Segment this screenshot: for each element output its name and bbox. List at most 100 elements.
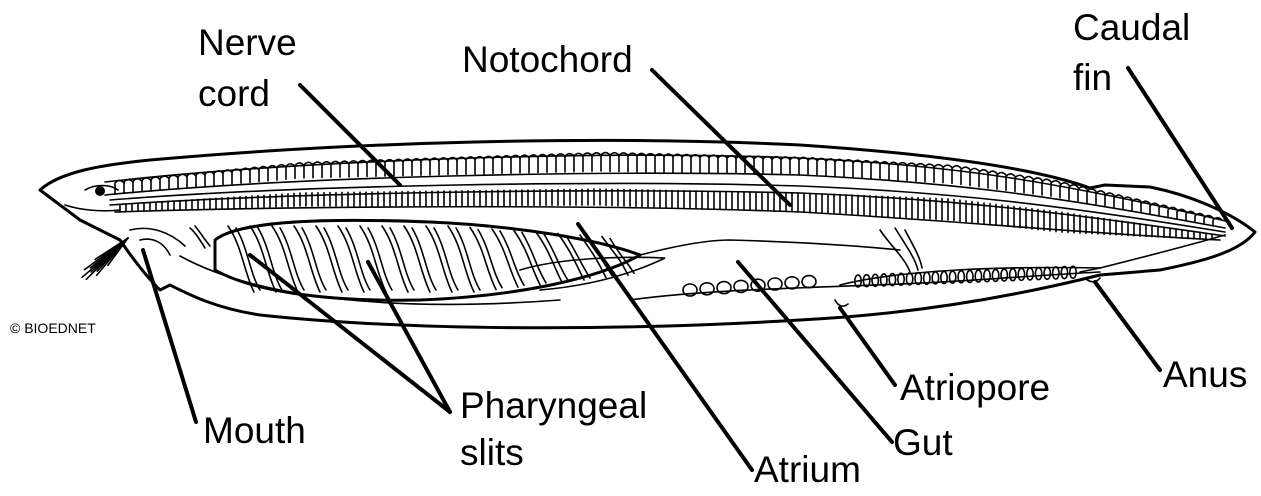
dorsal-ray xyxy=(142,178,151,192)
dorsal-ray xyxy=(151,177,160,191)
hind-gonad xyxy=(1044,267,1050,279)
dorsal-ray xyxy=(502,156,511,174)
dorsal-ray xyxy=(979,170,988,187)
oral-cirri xyxy=(82,238,128,279)
dorsal-ray xyxy=(205,172,214,187)
dorsal-ray xyxy=(700,155,709,173)
dorsal-ray xyxy=(844,160,853,178)
hind-gonad xyxy=(1061,267,1067,279)
hind-gonad xyxy=(1010,269,1016,281)
hind-gonad xyxy=(1001,269,1007,281)
label-pharyngeal-slits-2: slits xyxy=(460,432,524,473)
dorsal-ray xyxy=(529,155,538,173)
dorsal-ray xyxy=(997,173,1006,190)
dorsal-ray xyxy=(160,176,169,190)
dorsal-ray xyxy=(223,170,232,185)
dorsal-ray xyxy=(214,171,223,186)
dorsal-ray xyxy=(727,156,736,174)
dorsal-ray xyxy=(1069,185,1078,200)
gonad xyxy=(785,277,799,289)
gill-bar-inner xyxy=(522,233,546,283)
dorsal-ray xyxy=(799,157,808,175)
gill-bar xyxy=(470,228,496,290)
gill-bar xyxy=(360,226,386,292)
dorsal-ray xyxy=(520,155,529,173)
dorsal-ray xyxy=(439,158,448,175)
dorsal-ray xyxy=(1087,189,1096,203)
dorsal-ray xyxy=(430,158,439,175)
hind-gonad xyxy=(1018,268,1024,280)
caudal-ventral-fin xyxy=(1080,235,1225,272)
dorsal-ray xyxy=(1051,181,1060,196)
dorsal-ray xyxy=(709,155,718,173)
dorsal-ray xyxy=(970,169,979,186)
myomere-band xyxy=(880,228,922,272)
label-notochord: Notochord xyxy=(462,39,633,80)
gill-bar xyxy=(514,231,540,285)
label-caudal-fin-2: fin xyxy=(1073,57,1112,98)
dorsal-ray xyxy=(1006,174,1015,190)
dorsal-ray xyxy=(412,159,421,176)
gill-bar-inner xyxy=(500,231,524,285)
label-anus: Anus xyxy=(1163,354,1247,395)
leader-pharyngeal-slits-a xyxy=(250,255,450,412)
dorsal-ray xyxy=(718,155,727,173)
gill-bar xyxy=(316,226,342,292)
gonads xyxy=(683,276,816,296)
label-mouth: Mouth xyxy=(203,410,306,451)
dorsal-ray xyxy=(421,158,430,175)
dorsal-ray xyxy=(853,160,862,178)
dorsal-ray xyxy=(790,157,799,175)
dorsal-ray xyxy=(493,156,502,173)
hind-gonad xyxy=(1027,268,1033,280)
leader-anus xyxy=(1095,282,1160,370)
dorsal-ray xyxy=(475,157,484,174)
hind-gonad xyxy=(1035,268,1041,280)
dorsal-ray xyxy=(241,168,250,183)
dorsal-ray xyxy=(133,179,142,193)
gill-bar xyxy=(492,229,518,287)
dorsal-ray xyxy=(826,159,835,177)
gill-bar xyxy=(382,226,408,292)
dorsal-ray xyxy=(781,157,790,175)
dorsal-ray xyxy=(547,154,556,172)
eyespot xyxy=(95,186,105,196)
leader-gut xyxy=(738,262,892,442)
leader-pharyngeal-slits-b xyxy=(368,262,450,412)
leader-mouth xyxy=(143,250,196,422)
label-atriopore: Atriopore xyxy=(900,367,1050,408)
oral-hood xyxy=(130,228,185,255)
leader-atriopore xyxy=(840,308,895,385)
dorsal-ray xyxy=(196,173,205,187)
dorsal-ray xyxy=(484,156,493,173)
dorsal-ray xyxy=(457,157,466,174)
rostrum xyxy=(65,186,120,211)
gill-bar-inner xyxy=(566,236,590,279)
gill-bar xyxy=(448,226,474,292)
hind-gonad xyxy=(992,269,998,281)
dorsal-ray xyxy=(124,180,133,194)
dorsal-ray xyxy=(448,158,457,175)
dorsal-ray xyxy=(763,157,772,175)
dorsal-ray xyxy=(772,157,781,175)
dorsal-ray xyxy=(871,161,880,179)
dorsal-ray xyxy=(943,165,952,183)
gonad xyxy=(802,276,816,288)
dorsal-ray xyxy=(691,155,700,173)
dorsal-ray xyxy=(1096,191,1105,204)
gill-bar xyxy=(404,226,430,292)
label-caudal-fin-1: Caudal xyxy=(1073,7,1190,48)
label-copyright: © BIOEDNET xyxy=(10,320,96,336)
dorsal-ray xyxy=(403,159,412,176)
dorsal-ray xyxy=(511,155,520,173)
dorsal-ray xyxy=(169,175,178,189)
hind-gonad xyxy=(1053,267,1059,279)
dorsal-ray xyxy=(664,154,673,172)
label-gut: Gut xyxy=(893,422,953,463)
dorsal-ray xyxy=(646,154,655,172)
dorsal-ray xyxy=(637,153,646,171)
label-nerve-cord-2: cord xyxy=(198,73,270,114)
dorsal-ray xyxy=(187,174,196,188)
dorsal-ray xyxy=(1042,179,1051,195)
wheel-organ xyxy=(190,226,210,248)
